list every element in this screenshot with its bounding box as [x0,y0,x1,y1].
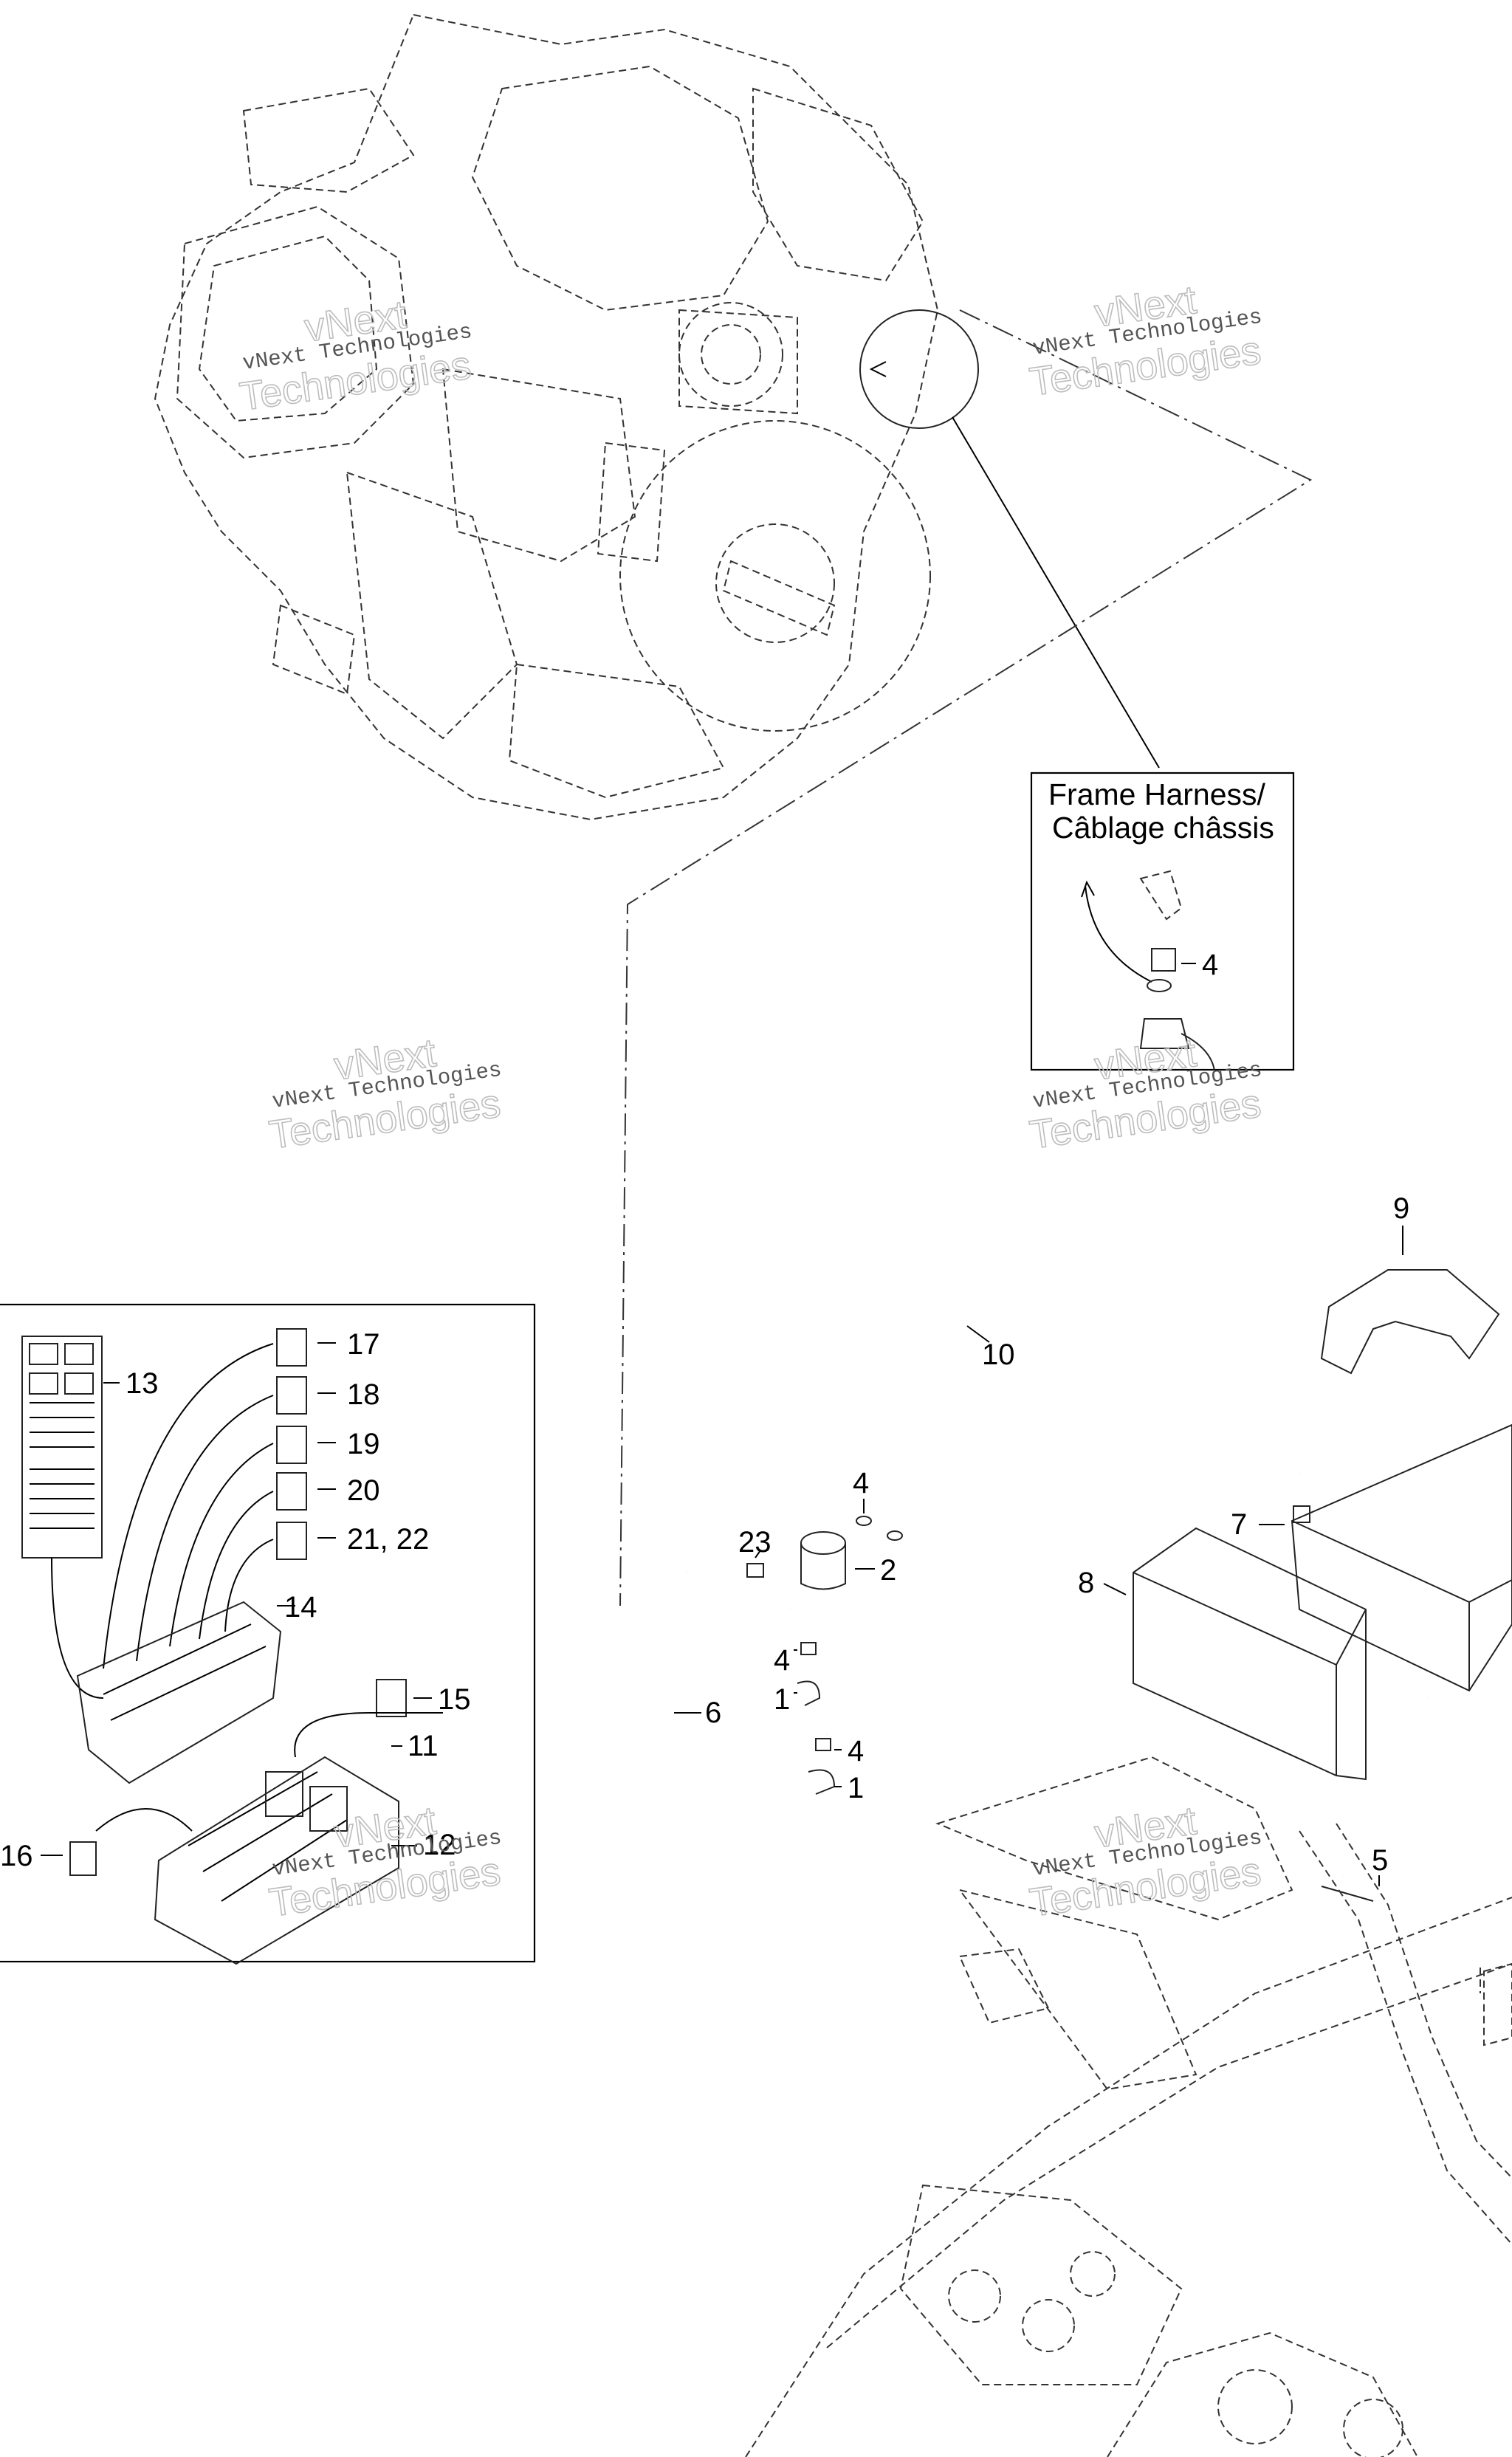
callout-12: 12 [423,1829,456,1861]
fuse-16-icon [69,1841,97,1876]
battery-pad [1133,1527,1367,1781]
inset-title-line1: Frame Harness/ [1048,777,1266,811]
inset-title-line2: Câblage châssis [1052,811,1274,845]
callout-15: 15 [438,1683,471,1716]
callout-4-mid: 4 [774,1644,790,1677]
callout-18: 18 [347,1378,380,1411]
callout-8: 8 [1078,1567,1094,1599]
callout-17: 17 [347,1328,380,1361]
terminal-post-icon [1139,1018,1190,1049]
callout-14: 14 [284,1591,317,1623]
fuse-label-card [21,1336,103,1559]
battery-wiring: 10 6 2 4 23 4 1 4 1 7 [672,1192,1512,1902]
callout-23: 23 [738,1526,772,1559]
callout-21-22: 21, 22 [347,1523,429,1556]
fuse-box-body [154,1756,399,1965]
callout-20: 20 [347,1474,380,1507]
callout-6: 6 [705,1697,721,1729]
callout-10: 10 [982,1339,1015,1371]
frame-harness-inset: Frame Harness/ Câblage châssis 4 [1030,772,1295,1071]
callout-11: 11 [408,1730,439,1762]
relay-icon [376,1679,407,1717]
engine-detail-marker [619,309,1313,1606]
nut-icon [1151,948,1176,972]
fuse-icons [276,1328,307,1560]
inset-box [1030,772,1295,1071]
battery-cable-10 [733,1207,1300,1610]
callout-9: 9 [1393,1192,1409,1225]
engine-drawing [154,13,939,821]
callout-1-bottom: 1 [848,1772,864,1804]
watermarks: vNext vNext Technologies Technologies vN… [236,277,1264,1925]
battery [1291,1423,1512,1692]
callout-4-top: 4 [853,1467,869,1499]
frame-drawing [745,1756,1512,2457]
battery-strap [1320,1269,1500,1375]
callout-1-top: 1 [774,1683,790,1716]
callout-2: 2 [880,1554,896,1587]
callout-5: 5 [1372,1844,1388,1877]
fuse-box-inset: 13 17 18 19 20 21, 22 14 15 [0,1303,536,1965]
callout-19: 19 [347,1428,380,1460]
fuse-box-inset-border [0,1303,536,1963]
callout-4-inset: 4 [1202,949,1218,981]
callout-13: 13 [126,1367,159,1400]
callout-4-bottom: 4 [848,1735,864,1767]
fuse-box-cover [76,1601,282,1784]
starter-solenoid [800,1543,846,1590]
callout-7: 7 [1231,1508,1247,1541]
callout-16: 16 [0,1840,33,1872]
